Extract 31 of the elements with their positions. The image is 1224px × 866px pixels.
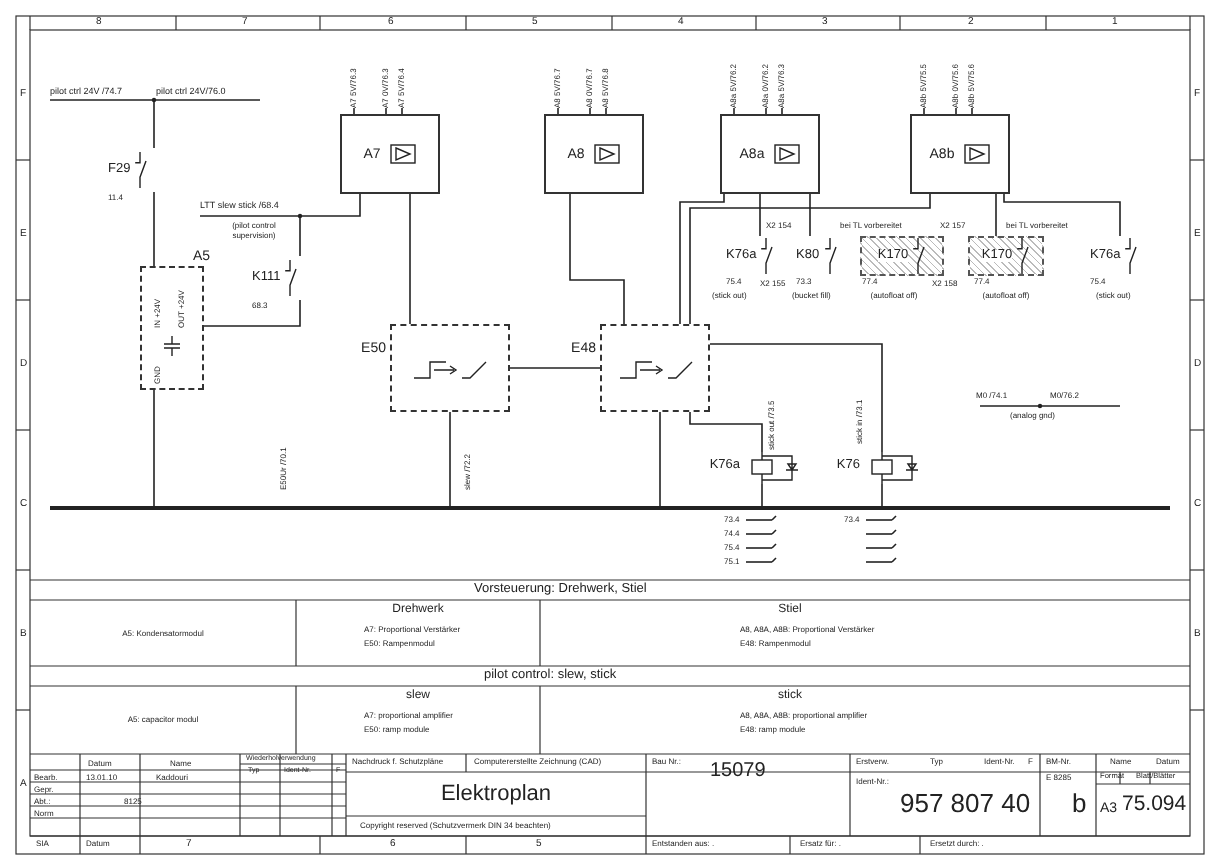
prepared-relay-area [860, 236, 944, 276]
wire [509, 367, 601, 369]
amplifier-module [544, 114, 644, 194]
wire [689, 193, 931, 325]
drawing-number: 957 807 40 [900, 790, 1031, 816]
wire [1003, 193, 1121, 237]
revision-letter: b [1072, 790, 1087, 816]
wire [679, 193, 725, 325]
sheet-number: 75.094 [1122, 794, 1187, 815]
amplifier-module [910, 114, 1010, 194]
drawing-number: 15079 [710, 762, 766, 782]
amplifier-module [340, 114, 440, 194]
ground-bus-line [50, 506, 1170, 510]
wire [709, 343, 883, 453]
wire [995, 193, 997, 237]
wire [203, 299, 301, 327]
wire [299, 193, 361, 257]
wire [569, 193, 625, 325]
prepared-relay-area [968, 236, 1044, 276]
wire [153, 389, 155, 507]
wire [449, 411, 451, 507]
wire [409, 193, 411, 325]
amplifier-module [720, 114, 820, 194]
wire [759, 193, 761, 237]
wire [761, 483, 763, 507]
drawing-title: Elektroplan [438, 782, 554, 808]
wire [153, 191, 155, 267]
wire [689, 411, 763, 453]
wire [809, 193, 811, 237]
wire [881, 483, 883, 507]
wire [659, 411, 661, 507]
